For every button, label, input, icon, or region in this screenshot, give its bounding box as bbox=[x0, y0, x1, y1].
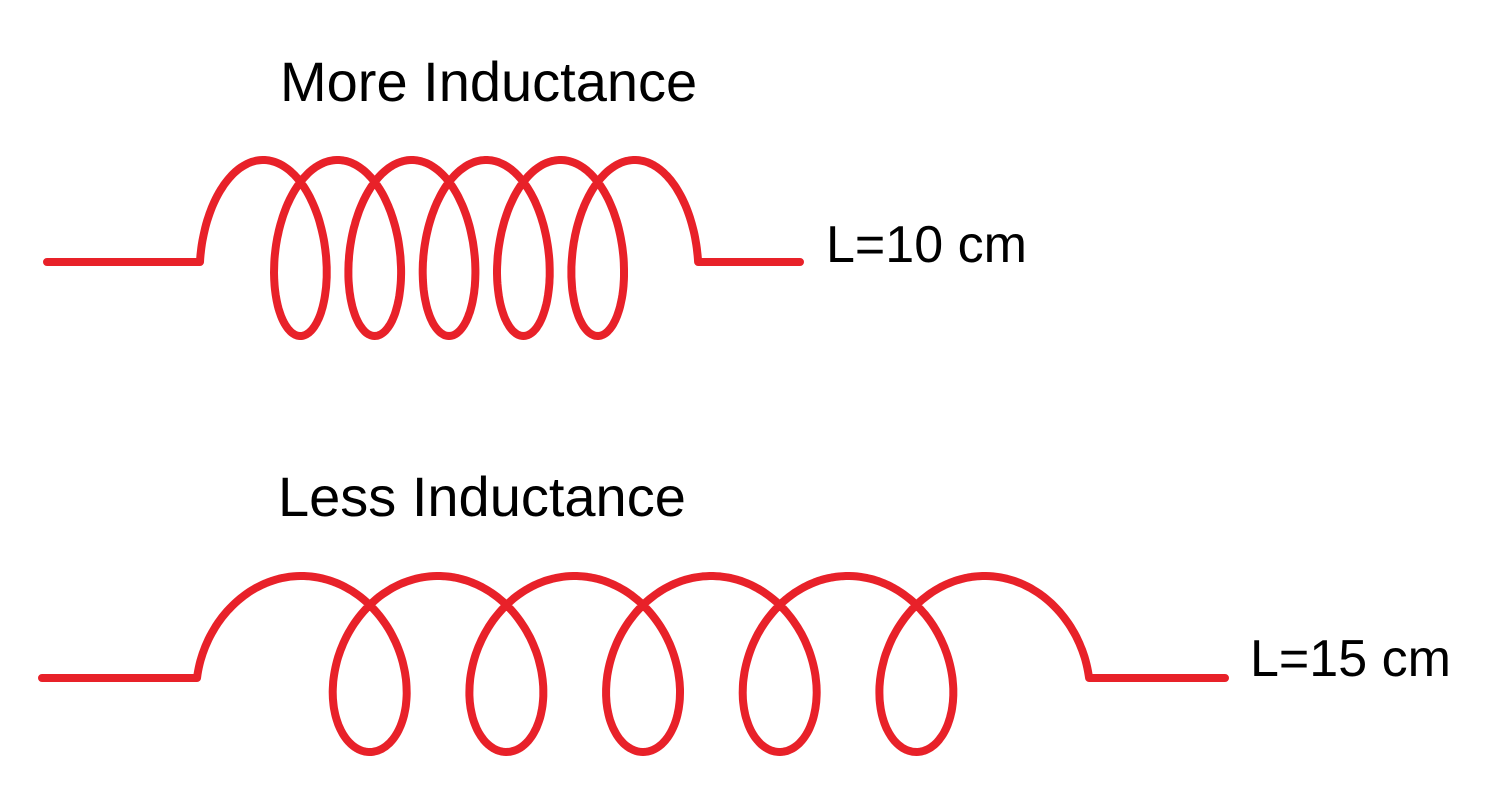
coil-length-label-less: L=15 cm bbox=[1250, 630, 1451, 688]
more-inductance-coil-wire bbox=[43, 156, 804, 340]
coil-title-more: More Inductance bbox=[280, 50, 698, 113]
coil-length-label-more: L=10 cm bbox=[826, 216, 1027, 274]
less-inductance-coil-wire bbox=[38, 572, 1229, 756]
coil-title-less: Less Inductance bbox=[278, 465, 686, 528]
